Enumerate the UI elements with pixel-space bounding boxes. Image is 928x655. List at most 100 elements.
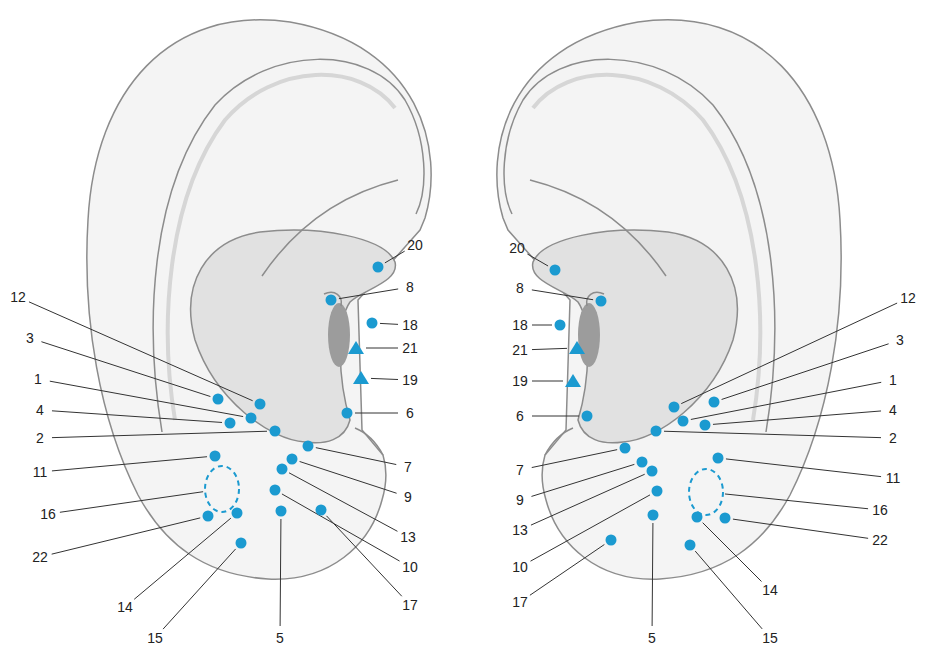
leader-line xyxy=(289,473,397,532)
callout-number: 12 xyxy=(900,290,916,306)
callout-number: 17 xyxy=(512,594,528,610)
acupoint-dot xyxy=(669,402,680,413)
acupoint-dot xyxy=(316,505,327,516)
left-ear xyxy=(87,20,431,579)
acupoint-dot xyxy=(652,486,663,497)
callout-number: 19 xyxy=(402,372,418,388)
acupoint-dot xyxy=(637,457,648,468)
acupoint-dot xyxy=(236,538,247,549)
callout-number: 15 xyxy=(762,630,778,646)
acupoint-dot xyxy=(550,265,561,276)
leader-line xyxy=(722,344,889,400)
acupoint-dot xyxy=(203,511,214,522)
acupoint-dot xyxy=(373,262,384,273)
leader-line xyxy=(532,450,617,468)
callout-number: 6 xyxy=(406,405,414,421)
callout-number: 8 xyxy=(406,279,414,295)
acupoint-dot xyxy=(700,420,711,431)
leader-line xyxy=(300,461,397,493)
acupoint-dot xyxy=(651,426,662,437)
acupoint-dot xyxy=(678,416,689,427)
callout-number: 12 xyxy=(10,289,26,305)
callout-number: 1 xyxy=(34,371,42,387)
leader-line xyxy=(385,251,405,263)
acupoint-dot xyxy=(225,418,236,429)
acupoint-dot xyxy=(709,397,720,408)
acupoint-dot xyxy=(678,416,689,427)
leader-line xyxy=(664,431,881,437)
callout-number: 22 xyxy=(32,549,48,565)
callout-number: 20 xyxy=(407,237,423,253)
callout-number: 11 xyxy=(33,464,48,480)
leader-line xyxy=(366,348,398,349)
acupoint-dot xyxy=(277,464,288,475)
leader-line xyxy=(29,302,253,401)
callout-number: 7 xyxy=(516,462,524,478)
acupoint-dot xyxy=(651,426,662,437)
acupoint-dot xyxy=(342,408,353,419)
callout-number: 15 xyxy=(147,630,163,646)
acupoint-dot xyxy=(713,453,724,464)
acupoint-dot xyxy=(713,453,724,464)
triangle-point xyxy=(348,341,364,354)
leader-line xyxy=(532,381,563,382)
acupoint-dot xyxy=(647,466,658,477)
callout-number: 3 xyxy=(26,330,34,346)
acupoint-dot xyxy=(326,295,337,306)
acupoint-dot xyxy=(685,540,696,551)
callout-number: 2 xyxy=(889,430,897,446)
leader-line xyxy=(532,416,579,417)
acupoint-dot xyxy=(210,451,221,462)
acupoint-dot xyxy=(720,513,731,524)
triangle-point xyxy=(353,371,369,384)
callout-number: 13 xyxy=(512,522,528,538)
acupoint-dot xyxy=(692,512,703,523)
leader-line xyxy=(52,457,207,471)
leader-line xyxy=(530,545,604,596)
acupoint-dot xyxy=(367,318,378,329)
acupoint-dot xyxy=(620,443,631,454)
leader-line xyxy=(695,551,762,629)
leader-line xyxy=(532,290,593,300)
right-ear-shape xyxy=(497,20,841,579)
acupoint-dot xyxy=(700,420,711,431)
leader-line xyxy=(134,518,231,599)
acupoint-dot xyxy=(596,296,607,307)
acupoint-dot xyxy=(255,399,266,410)
leader-line xyxy=(280,519,282,626)
leader-line xyxy=(282,494,400,561)
leader-line xyxy=(531,464,634,496)
leader-line xyxy=(316,448,396,465)
acupoint-dot xyxy=(647,466,658,477)
leader-line xyxy=(326,516,401,596)
callout-number: 4 xyxy=(36,402,44,418)
callout-number: 11 xyxy=(886,470,901,486)
acupoint-dot xyxy=(606,535,617,546)
acupoint-dot xyxy=(720,513,731,524)
triangle-point xyxy=(565,374,581,387)
leader-line xyxy=(532,348,567,349)
callout-number: 18 xyxy=(512,317,528,333)
zone-outline xyxy=(205,466,239,512)
acupoint-dot xyxy=(270,485,281,496)
callout-number: 20 xyxy=(509,240,525,256)
acupoint-dot xyxy=(303,441,314,452)
leader-line xyxy=(50,381,243,416)
zone-outline xyxy=(205,466,239,512)
leader-line xyxy=(52,411,222,423)
acupoint-dot xyxy=(270,426,281,437)
leader-line xyxy=(726,459,881,477)
leader-line xyxy=(530,495,650,561)
acupoint-dot xyxy=(277,464,288,475)
acupoint-dot xyxy=(709,397,720,408)
acupoint-dot xyxy=(210,451,221,462)
leader-line xyxy=(355,413,398,414)
leader-line xyxy=(339,289,398,299)
leader-line xyxy=(163,549,236,629)
acupoint-dot xyxy=(637,457,648,468)
acupoint-dot xyxy=(555,320,566,331)
acupoint-dot xyxy=(648,510,659,521)
acupoint-dot xyxy=(342,408,353,419)
zone-outline xyxy=(689,469,723,515)
acupoint-dot xyxy=(652,486,663,497)
